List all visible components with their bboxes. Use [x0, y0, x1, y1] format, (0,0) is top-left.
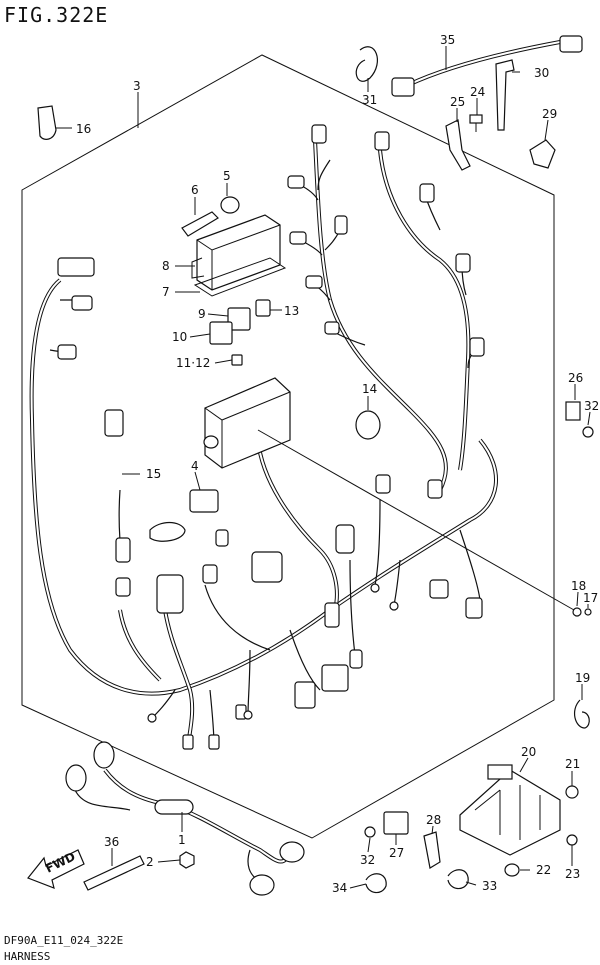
bolt-part-24 — [469, 114, 483, 132]
callout-8: 8 — [162, 259, 170, 273]
callout-18: 18 — [571, 579, 586, 593]
callout-26: 26 — [568, 371, 583, 385]
callout-32-right: 32 — [584, 399, 599, 413]
harness-connectors — [57, 124, 485, 750]
screw-part-23 — [566, 834, 578, 860]
plate-part-27 — [383, 811, 409, 835]
figure-name: HARNESS — [4, 950, 50, 963]
callout-21: 21 — [565, 757, 580, 771]
figure-title: FIG.322E — [4, 3, 108, 27]
callout-4: 4 — [191, 459, 199, 473]
clamp-part-33 — [447, 869, 469, 890]
callout-25: 25 — [450, 95, 465, 109]
callout-20: 20 — [521, 745, 536, 759]
callout-15: 15 — [146, 467, 161, 481]
callout-14: 14 — [362, 382, 377, 396]
bolt-part-32-right — [582, 426, 594, 438]
callout-35: 35 — [440, 33, 455, 47]
plate-part-26 — [565, 401, 581, 421]
callout-10: 10 — [172, 330, 187, 344]
callout-11-12: 11·12 — [176, 356, 210, 370]
nut-part-21 — [565, 785, 579, 799]
callout-34: 34 — [332, 881, 347, 895]
bolt-part-36 — [83, 855, 145, 891]
callout-7: 7 — [162, 285, 170, 299]
tie-part-30 — [495, 59, 515, 131]
callout-13: 13 — [284, 304, 299, 318]
spacer-part-22 — [504, 863, 520, 877]
relays — [209, 299, 271, 366]
boot-part-16 — [37, 105, 57, 140]
sub-harness-part-1 — [65, 741, 305, 896]
callout-31: 31 — [362, 93, 377, 107]
callout-3: 3 — [133, 79, 141, 93]
callout-labels: 3 16 6 5 8 7 9 10 11·12 13 14 4 15 35 30… — [76, 33, 599, 895]
assembly-boundary — [21, 54, 555, 839]
clamp-part-31 — [355, 46, 379, 82]
sub-harness-35 — [391, 35, 583, 97]
fuse-box-assembly — [181, 196, 287, 297]
cap-part-4 — [189, 489, 219, 513]
callout-33: 33 — [482, 879, 497, 893]
bracket-part-20 — [459, 764, 561, 856]
callout-28: 28 — [426, 813, 441, 827]
clamp-part-34 — [365, 873, 387, 894]
callout-5: 5 — [223, 169, 231, 183]
callout-24: 24 — [470, 85, 485, 99]
leader-lines — [56, 46, 591, 889]
callout-23: 23 — [565, 867, 580, 881]
callout-16: 16 — [76, 122, 91, 136]
figure-code: DF90A_E11_024_322E — [4, 934, 123, 947]
callout-32-bottom: 32 — [360, 853, 375, 867]
callout-1: 1 — [178, 833, 186, 847]
nut-part-2 — [179, 851, 195, 869]
callout-29: 29 — [542, 107, 557, 121]
washer-part-17 — [584, 608, 592, 616]
callout-22: 22 — [536, 863, 551, 877]
grommet-part-4 — [149, 521, 186, 542]
washer-part-18 — [572, 607, 582, 617]
bolt-part-32-bottom — [364, 826, 376, 838]
bracket-part-28 — [423, 831, 441, 869]
clip-part-29 — [529, 139, 556, 169]
callout-30: 30 — [534, 66, 549, 80]
callout-27: 27 — [389, 846, 404, 860]
fwd-arrow: FWD — [27, 849, 85, 889]
junction-box — [203, 377, 291, 469]
callout-9: 9 — [198, 307, 206, 321]
callout-6: 6 — [191, 183, 199, 197]
callout-19: 19 — [575, 671, 590, 685]
bracket-part-25 — [445, 119, 471, 171]
cap-part-14 — [355, 410, 381, 440]
callout-2: 2 — [146, 855, 154, 869]
callout-17: 17 — [583, 591, 598, 605]
callout-36: 36 — [104, 835, 119, 849]
clamp-part-19 — [573, 699, 590, 729]
